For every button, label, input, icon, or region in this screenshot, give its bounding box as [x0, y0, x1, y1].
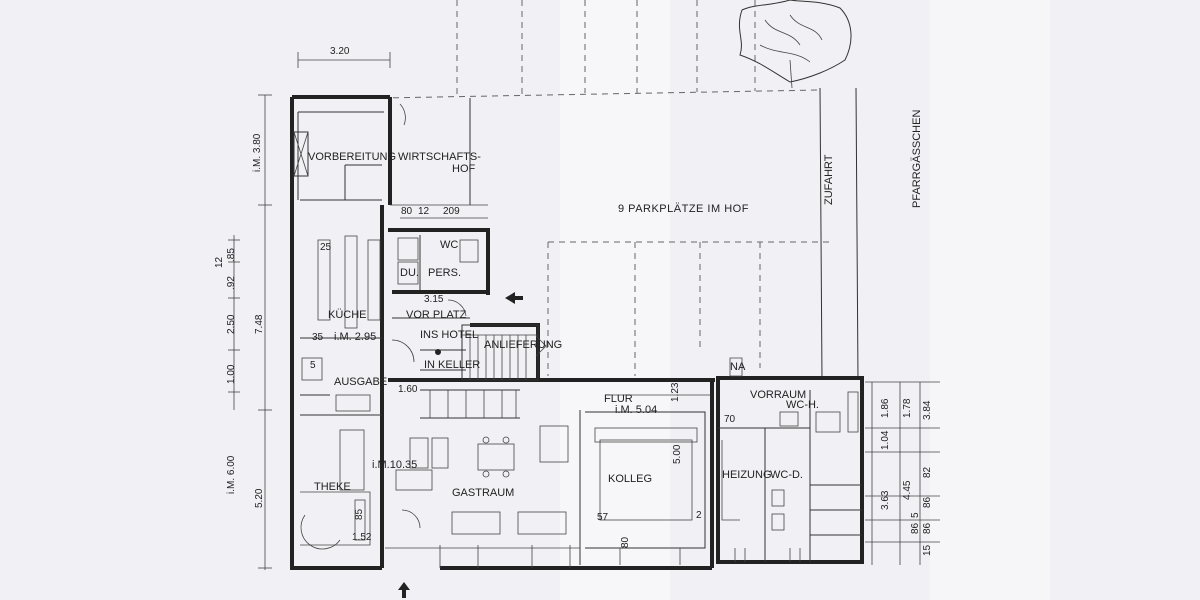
label-flur-area: i.M. 5.04 [615, 404, 657, 416]
dim-r-104: 1.04 [880, 430, 891, 450]
dim-top-width: 3.20 [330, 46, 350, 57]
dim-left-748: 7.48 [254, 314, 265, 334]
label-anlieferung: ANLIEFERUNG [484, 339, 562, 351]
label-kueche-area: i.M. 2.95 [334, 331, 376, 343]
dim-r-5: 5 [910, 512, 921, 518]
label-in-keller: IN KELLER [424, 359, 480, 371]
dim-left-092: .92 [226, 276, 237, 290]
label-wirtschaftshof-2: HOF [452, 163, 476, 175]
label-flur: FLUR [604, 393, 633, 405]
dim-r-15: 15 [922, 544, 933, 556]
label-ins-hotel: INS HOTEL [420, 329, 478, 341]
dim-left-085: .85 [226, 248, 237, 262]
dim-left-im600: i.M. 6.00 [226, 455, 237, 494]
dim-70: 70 [724, 414, 736, 425]
dim-12: 12 [418, 206, 430, 217]
dim-85: 85 [354, 508, 365, 520]
right-dimension-chain [865, 381, 940, 565]
label-vorbereitung: VORBEREITUNG [308, 151, 396, 163]
dim-80: 80 [401, 206, 413, 217]
kolleg-room [585, 394, 710, 565]
dim-r-384: 3.84 [922, 400, 933, 420]
label-parkplaetze: 9 PARKPLÄTZE IM HOF [618, 203, 749, 215]
label-vorraum: VORRAUM [750, 389, 806, 401]
dim-left-im: i.M. 3.80 [252, 133, 263, 172]
dim-r-178: 1.78 [902, 398, 913, 418]
label-vorplatz: VOR PLATZ [406, 309, 467, 321]
label-gastraum-area: i.M.10.35 [372, 459, 417, 471]
dim-152: 1.52 [352, 532, 372, 543]
dim-left-250: 2.50 [226, 314, 237, 334]
label-theke: THEKE [314, 481, 351, 493]
main-building-walls [290, 95, 715, 570]
dim-left-012: 12 [214, 256, 225, 268]
label-du: DU. [400, 267, 419, 279]
dim-57: 57 [597, 512, 609, 523]
left-dimension-chain [228, 52, 391, 570]
dim-r-82: 82 [922, 466, 933, 478]
label-pfarrgaesschen: PFARRGÄSSCHEN [911, 110, 923, 208]
dim-left-520: 5.20 [254, 488, 265, 508]
label-wc-h: WC-H. [786, 399, 819, 411]
label-na: NA [730, 361, 746, 373]
dim-5: 5 [310, 360, 316, 371]
dim-315: 3.15 [424, 294, 444, 305]
annex-walls [716, 357, 864, 564]
dim-25: 25 [320, 242, 332, 253]
dim-r-86b: 86 [922, 522, 933, 534]
label-kueche: KÜCHE [328, 309, 367, 321]
gastraum-furniture [385, 410, 581, 568]
dim-r-186: 1.86 [880, 398, 891, 418]
dim-2: 2 [696, 510, 702, 521]
staircase [420, 324, 539, 419]
dim-80b: 80 [620, 536, 631, 548]
label-wc-d: WC-D. [770, 469, 803, 481]
label-gastraum: GASTRAUM [452, 487, 514, 499]
entrance-arrows [398, 292, 523, 598]
label-zufahrt: ZUFAHRT [823, 154, 835, 205]
dim-r-86c: 86 [910, 522, 921, 534]
dim-left-100: 1.00 [226, 364, 237, 384]
label-kolleg: KOLLEG [608, 473, 652, 485]
site-outline [381, 0, 859, 381]
label-wirtschaftshof-1: WIRTSCHAFTS- [398, 151, 481, 163]
label-pers: PERS. [428, 267, 461, 279]
dim-500: 5.00 [672, 444, 683, 464]
dim-r-86: 86 [922, 496, 933, 508]
interior-lines [293, 98, 547, 550]
label-wc: WC [440, 239, 458, 251]
tree-symbol [738, 0, 852, 89]
dim-123: 1.23 [670, 382, 681, 402]
dim-209: 209 [443, 206, 460, 217]
dim-160: 1.60 [398, 384, 418, 395]
label-heizung: HEIZUNG [722, 469, 772, 481]
dim-35: 35 [312, 332, 324, 343]
label-ausgabe: AUSGABE [334, 376, 387, 388]
dim-r-363: 3.63 [880, 490, 891, 510]
dim-r-445: 4.45 [902, 480, 913, 500]
